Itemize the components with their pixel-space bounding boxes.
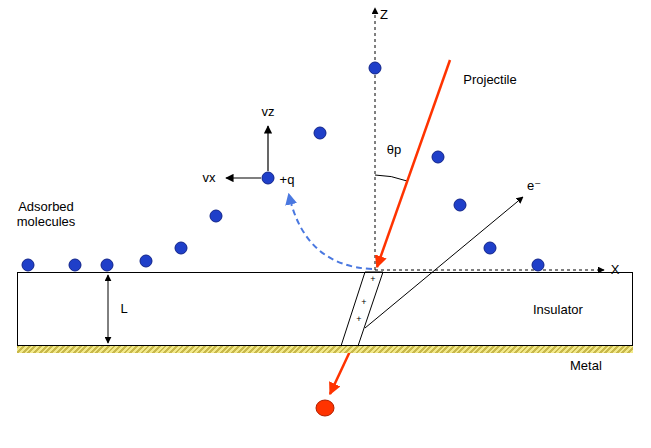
molecule (432, 151, 444, 163)
node-label: Insulator (533, 302, 583, 317)
thickness-dimension (108, 275, 109, 343)
z-axis (375, 8, 376, 270)
charge-sign: + (361, 297, 366, 307)
electron-arrow (365, 197, 523, 328)
velocity-label: vx (203, 171, 216, 186)
charge-sign: + (370, 274, 375, 284)
node-label: Metal (570, 358, 602, 373)
molecule (175, 242, 187, 254)
insulator-slab: Insulator (17, 272, 633, 346)
angle-arc (375, 175, 407, 181)
ion (262, 172, 274, 184)
ion-trajectory (289, 195, 372, 269)
molecule (101, 259, 113, 271)
dimension-label: L (120, 302, 127, 317)
molecule (532, 259, 544, 271)
electron-label: e⁻ (527, 179, 541, 194)
projectile-label: Projectile (463, 73, 516, 88)
molecule (454, 199, 466, 211)
molecule (314, 127, 326, 139)
projectile-exit-arrow (330, 347, 352, 394)
angle-label: θp (387, 143, 401, 158)
axis-label: Z (380, 8, 388, 23)
metal-band: Metal (17, 346, 633, 353)
vx-arrow (226, 177, 261, 178)
vz-arrow (267, 126, 268, 171)
projectile-ball (316, 400, 334, 416)
adsorbed-label: Adsorbed molecules (6, 200, 86, 230)
molecule-group (22, 62, 544, 271)
molecule (210, 210, 222, 222)
molecule (22, 259, 34, 271)
molecule (140, 255, 152, 267)
molecule (484, 242, 496, 254)
x-axis (375, 270, 604, 271)
charge-label: +q (280, 173, 295, 188)
velocity-label: vz (262, 105, 275, 120)
charge-sign: + (356, 314, 361, 324)
axis-label: X (611, 263, 620, 278)
molecule (369, 62, 381, 74)
ion-track (341, 272, 383, 346)
molecule (69, 259, 81, 271)
projectile-arrow (377, 60, 450, 267)
